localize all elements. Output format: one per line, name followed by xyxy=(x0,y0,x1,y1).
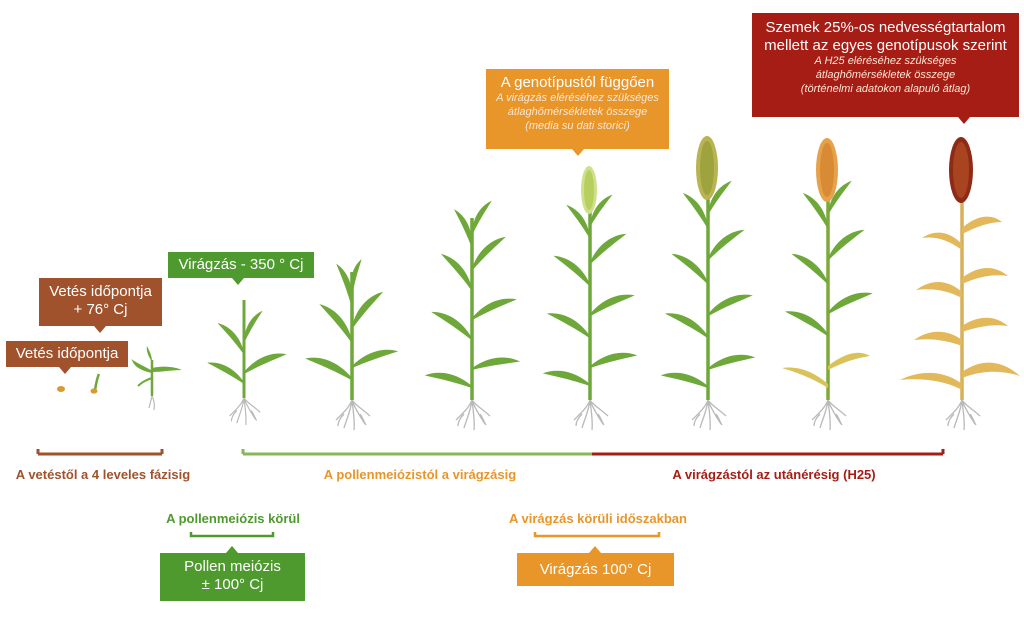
seedling-icon xyxy=(90,373,101,394)
sorghum-plant-icon xyxy=(782,138,875,431)
phase-label-utaneres: A virágzástól az utánérésig (H25) xyxy=(672,467,876,482)
phase-line-pollenmeiozis-viragzas xyxy=(241,449,592,456)
callout-sub-3: (media su dati storici) xyxy=(525,119,630,132)
grain-panicle-icon xyxy=(949,137,973,203)
callout-title-line1: Szemek 25%-os nedvességtartalom xyxy=(765,19,1006,36)
seed-icon xyxy=(57,386,65,392)
range-label-viragzas: A virágzás körüli időszakban xyxy=(509,511,687,526)
callout-text: Virágzás 100° Cj xyxy=(539,561,652,578)
sorghum-plant-icon xyxy=(900,137,1020,431)
callout-viragzas-100: Virágzás 100° Cj xyxy=(517,546,674,586)
range-line-viragzas xyxy=(533,532,661,538)
phase-label-vetes: A vetéstől a 4 leveles fázisig xyxy=(15,467,191,482)
phase-line-viragzas-utaneres xyxy=(592,449,945,456)
callout-sub-2: átlaghőmérsékletek összege xyxy=(815,68,956,81)
callout-text-line2: + 76° Cj xyxy=(73,301,128,318)
callout-sub-1: A virágzás eléréséhez szükséges xyxy=(496,92,659,104)
range-line-pollen xyxy=(189,532,275,538)
callout-szemek-h25: Szemek 25%-os nedvességtartalom mellett … xyxy=(752,13,1019,124)
callout-vetes-76: Vetés időpontja + 76° Cj xyxy=(39,278,162,333)
sorghum-plant-icon xyxy=(204,300,289,426)
sorghum-plant-icon xyxy=(303,258,399,431)
callout-text: Virágzás - 350 ° Cj xyxy=(178,256,304,273)
sorghum-plant-icon xyxy=(660,136,756,431)
callout-text-line1: Pollen meiózis xyxy=(184,558,281,575)
callout-genotipus: A genotípustól függően A virágzás elérés… xyxy=(486,69,669,156)
grain-panicle-icon xyxy=(816,138,838,202)
grain-panicle-icon xyxy=(581,166,597,214)
callout-text: Vetés időpontja xyxy=(15,345,119,362)
callout-sub-1: A H25 eléréséhez szükséges xyxy=(814,55,957,67)
sorghum-plant-icon xyxy=(542,166,638,431)
grain-panicle-icon xyxy=(696,136,718,200)
callout-vetes-idopontja: Vetés időpontja xyxy=(6,341,128,374)
callout-text-line2: ± 100° Cj xyxy=(201,576,264,593)
phase-label-pollenmeiozis: A pollenmeiózistól a virágzásig xyxy=(323,467,517,482)
callout-viragzas-350: Virágzás - 350 ° Cj xyxy=(168,252,314,285)
range-label-pollen: A pollenmeiózis körül xyxy=(166,511,300,526)
callout-pollen-meiozis: Pollen meiózis ± 100° Cj xyxy=(160,546,305,601)
seedling-icon xyxy=(131,346,182,411)
callout-title-line2: mellett az egyes genotípusok szerint xyxy=(764,37,1007,54)
phase-line-vetes xyxy=(36,449,164,456)
callout-text-line1: Vetés időpontja xyxy=(49,283,152,300)
callout-title: A genotípustól függően xyxy=(500,74,655,91)
callout-sub-3: (történelmi adatokon alapuló átlag) xyxy=(800,82,971,95)
sorghum-plant-icon xyxy=(424,199,521,431)
callout-sub-2: átlaghőmérsékletek összege xyxy=(507,105,648,118)
